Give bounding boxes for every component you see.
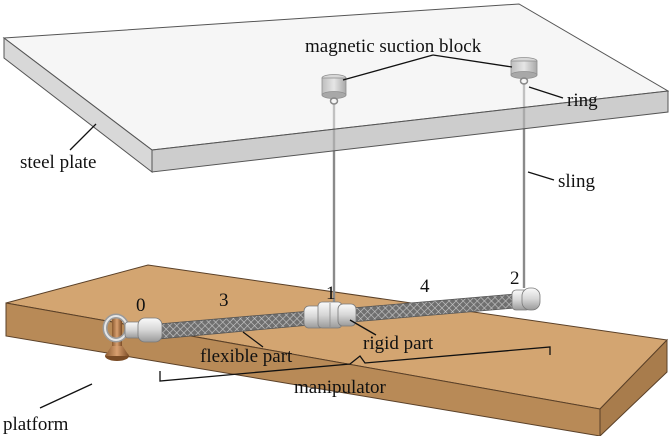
manipulator — [102, 287, 541, 361]
node-number-0: 0 — [136, 295, 146, 316]
ring-icon — [329, 97, 339, 105]
leader-ring — [528, 86, 564, 99]
joint-2 — [511, 287, 541, 311]
magnetic-block-icon — [510, 57, 538, 79]
labels: magnetic suction block ring steel plate … — [3, 36, 598, 435]
magnetic-block-left — [321, 74, 347, 105]
label-flexible-part: flexible part — [200, 346, 293, 367]
leader-platform — [39, 383, 93, 409]
node-number-4: 4 — [420, 276, 430, 297]
magnetic-block-right — [510, 57, 538, 85]
leader-magnetic-left — [342, 54, 434, 81]
joint-icon — [511, 287, 541, 311]
node-number-2: 2 — [510, 268, 520, 289]
leader-magnetic-right — [432, 54, 513, 68]
joint-0 — [124, 317, 163, 343]
label-rigid-part: rigid part — [363, 333, 434, 354]
leader-flexible — [242, 331, 264, 348]
label-steel-plate: steel plate — [20, 152, 97, 173]
magnetic-block-icon — [321, 74, 347, 99]
leader-sling — [527, 171, 555, 181]
label-ring: ring — [567, 90, 598, 111]
platform-board — [5, 264, 669, 436]
leader-lines — [39, 54, 564, 409]
label-manipulator: manipulator — [294, 377, 386, 398]
node-number-3: 3 — [219, 290, 229, 311]
ring-icon — [519, 77, 529, 85]
leader-rigid — [349, 319, 377, 336]
node-number-1: 1 — [326, 283, 336, 304]
platform-side-face — [599, 338, 668, 436]
label-platform: platform — [3, 414, 69, 435]
label-magnetic-suction-block: magnetic suction block — [305, 36, 482, 57]
leader-steel-plate — [69, 123, 97, 151]
manipulator-brace — [159, 346, 551, 382]
label-sling: sling — [558, 171, 595, 192]
steel-plate-side-face — [151, 90, 669, 173]
rigid-part — [303, 301, 357, 329]
anchor-bolt-icon — [105, 316, 129, 361]
joint-icon — [124, 317, 163, 343]
node-numbers: 0 3 1 4 2 — [136, 268, 520, 316]
